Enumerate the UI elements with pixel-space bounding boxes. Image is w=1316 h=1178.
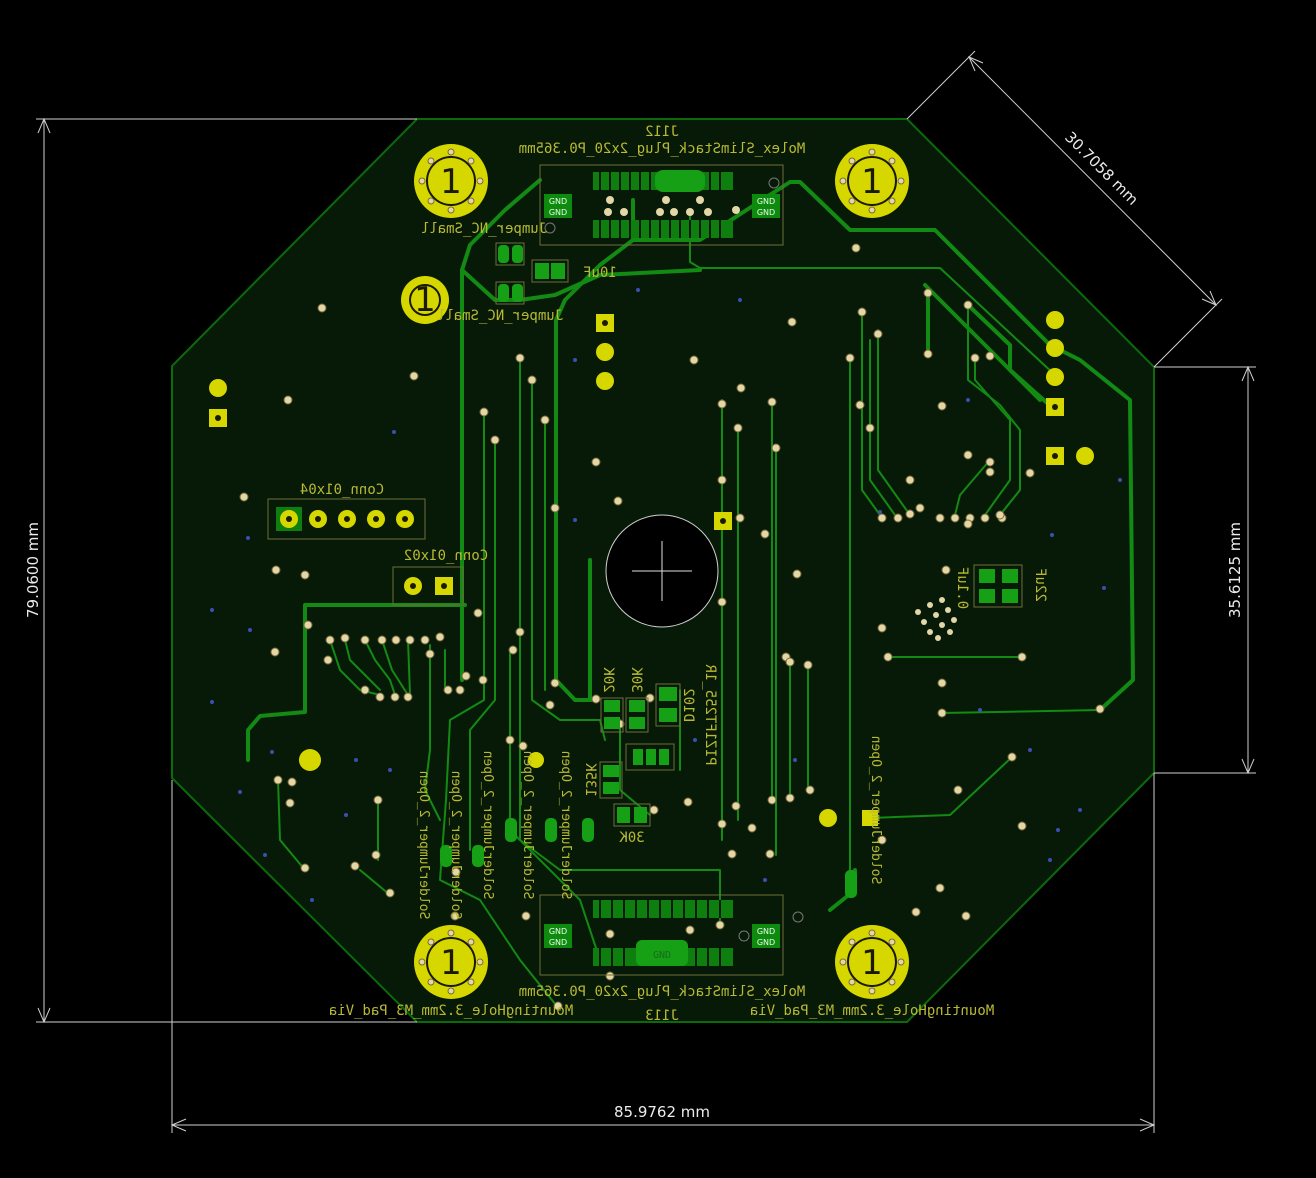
svg-text:1: 1 xyxy=(440,162,462,202)
svg-text:1: 1 xyxy=(414,280,436,320)
capacitor-01uf-label: 0.1uF xyxy=(954,567,970,609)
j113-ref: J113 xyxy=(645,1008,679,1024)
conn-01x02[interactable] xyxy=(392,566,464,606)
resistor-20k-label: 20K xyxy=(600,667,616,693)
capacitor-10uf[interactable] xyxy=(531,259,569,283)
mounting-hole-value-left: MountingHole_3.2mm_M3_Pad_Via xyxy=(329,1003,573,1019)
resistor-135k[interactable] xyxy=(599,761,623,799)
vias xyxy=(239,243,1105,1011)
ic-label: PIZ1FT255_1R xyxy=(702,664,718,766)
svg-text:GND: GND xyxy=(757,938,775,947)
width-dimension-label: 85.9762 mm xyxy=(614,1103,710,1121)
capacitor-22uf[interactable] xyxy=(973,564,1023,608)
diode-d102[interactable] xyxy=(655,683,681,727)
resistor-30k-b[interactable] xyxy=(613,803,651,827)
solder-jumpers[interactable] xyxy=(440,818,857,898)
capacitor-22uf-label: 22uF xyxy=(1032,568,1048,602)
svg-text:GND: GND xyxy=(757,197,775,206)
solder-jumper-label-5: SolderJumper_2_Open xyxy=(558,751,573,900)
stitching-vias xyxy=(210,288,1122,902)
svg-text:GND: GND xyxy=(549,938,567,947)
svg-text:GND: GND xyxy=(757,927,775,936)
mounting-hole-value-right: MountingHole_3.2mm_M3_Pad_Via xyxy=(750,1003,994,1019)
conn-01x04[interactable] xyxy=(267,498,426,540)
resistor-30k-b-label: 30K xyxy=(619,830,645,846)
conn-01x04-label: Conn_01x04 xyxy=(300,482,384,498)
jumper-nc-small-2[interactable] xyxy=(495,281,525,305)
conn-01x02-label: Conn_01x02 xyxy=(404,548,488,564)
j112-ref: J112 xyxy=(645,124,679,140)
diagonal-dimension-label: 30.7058 mm xyxy=(1061,128,1142,209)
right-dimension-label: 35.6125 mm xyxy=(1226,522,1244,618)
dimension-lines xyxy=(36,50,1256,1133)
capacitor-10uf-label: 10uF xyxy=(583,265,617,281)
battery-holder[interactable] xyxy=(605,514,719,628)
svg-text:GND: GND xyxy=(757,208,775,217)
jumper-nc-small-1[interactable] xyxy=(495,242,525,266)
connector-j113[interactable]: GND GND GND GND GND xyxy=(539,894,804,976)
diode-d102-label: D102 xyxy=(680,688,696,722)
solder-jumper-label-3: SolderJumper_2_Open xyxy=(480,751,495,900)
svg-text:GND: GND xyxy=(653,950,671,961)
via-array xyxy=(915,597,957,641)
mounting-hole-top-left[interactable]: 1 xyxy=(414,144,488,218)
mounting-hole-small[interactable]: 1 xyxy=(401,276,449,324)
jumper-nc-small-label-2: Jumper_NC_Small xyxy=(437,308,563,324)
svg-text:GND: GND xyxy=(549,197,567,206)
mounting-hole-top-right[interactable]: 1 xyxy=(835,144,909,218)
mounting-hole-bottom-right[interactable]: 1 xyxy=(835,925,909,999)
connector-j112[interactable]: GND GND GND GND xyxy=(539,164,784,246)
resistor-20k[interactable] xyxy=(600,697,624,733)
ic-package[interactable] xyxy=(625,743,675,771)
resistor-30k[interactable] xyxy=(625,697,649,733)
resistor-30k-label: 30K xyxy=(628,667,644,693)
mounting-hole-bottom-left[interactable]: 1 xyxy=(414,925,488,999)
svg-text:1: 1 xyxy=(440,943,462,983)
height-dimension-label: 79.0600 mm xyxy=(24,522,42,618)
jumper-nc-small-label-1: Jumper_NC_Small xyxy=(421,221,547,237)
solder-jumper-label-6: SolderJumper_2_Open xyxy=(868,736,883,885)
j112-value: Molex_SlimStack_Plug_2x20_P0.365mm xyxy=(519,141,806,157)
test-pads xyxy=(209,311,1094,827)
svg-text:1: 1 xyxy=(861,943,883,983)
j113-value: Molex_SlimStack_Plug_2x20_P0.365mm xyxy=(519,984,806,1000)
solder-jumper-label-2: SolderJumper_2_Open xyxy=(448,771,463,920)
svg-text:GND: GND xyxy=(549,927,567,936)
svg-text:GND: GND xyxy=(549,208,567,217)
solder-jumper-label-1: SolderJumper_2_Open xyxy=(416,771,431,920)
resistor-135k-label: 135K xyxy=(582,763,598,797)
solder-jumper-label-4: SolderJumper_2_Open xyxy=(520,751,535,900)
copper-traces xyxy=(246,178,1135,1011)
svg-text:1: 1 xyxy=(861,162,883,202)
